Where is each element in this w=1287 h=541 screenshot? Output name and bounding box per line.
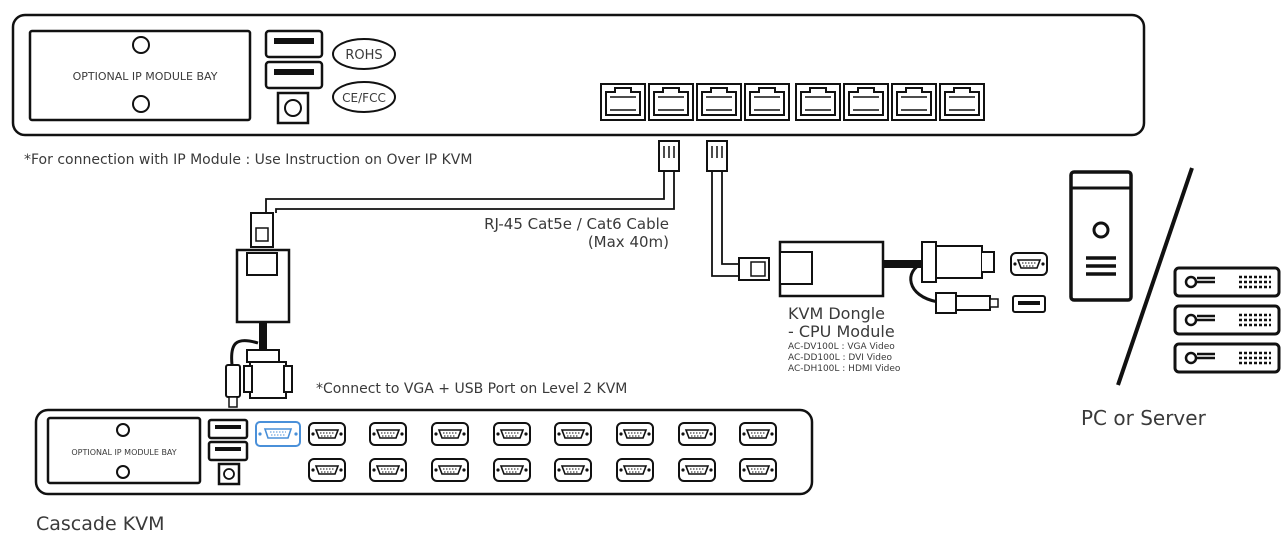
top-usb-port-icon bbox=[264, 60, 324, 90]
cable-label-line1: RJ-45 Cat5e / Cat6 Cable bbox=[484, 215, 669, 233]
vga-port-icon bbox=[678, 422, 716, 446]
rj45-port-icon bbox=[939, 83, 985, 121]
kvm-dongle-cpu-module bbox=[778, 240, 939, 304]
cascade-power-port-icon bbox=[217, 462, 241, 486]
dongle-usb-plug-icon bbox=[935, 292, 999, 314]
dongle-title-line1: KVM Dongle bbox=[788, 304, 885, 323]
cascade-note: *Connect to VGA + USB Port on Level 2 KV… bbox=[316, 381, 627, 397]
vga-port-icon bbox=[493, 422, 531, 446]
cascade-bay-screw-icon bbox=[116, 423, 130, 437]
rj45-port-icon bbox=[795, 83, 841, 121]
cascade-ip-module-bay bbox=[46, 416, 202, 485]
rj45-plug-icon bbox=[658, 140, 680, 172]
top-usb-port-icon bbox=[264, 29, 324, 59]
vga-port-icon bbox=[493, 458, 531, 482]
cable-to-dongle bbox=[711, 171, 739, 277]
vga-port-icon bbox=[431, 458, 469, 482]
cascade-kvm-switch: OPTIONAL IP MODULE BAY bbox=[34, 408, 814, 496]
dongle-model: AC-DV100L : VGA Video bbox=[788, 342, 895, 352]
cascade-ip-module-bay-label: OPTIONAL IP MODULE BAY bbox=[71, 448, 176, 457]
pc-usb-port-icon bbox=[1012, 295, 1046, 313]
pc-tower-icon bbox=[1069, 170, 1133, 302]
top-ip-module-bay-label: OPTIONAL IP MODULE BAY bbox=[73, 70, 218, 83]
ip-module-note: *For connection with IP Module : Use Ins… bbox=[24, 152, 472, 168]
vga-port-icon bbox=[616, 422, 654, 446]
pc-vga-port-icon bbox=[1010, 252, 1048, 276]
vga-port-icon bbox=[369, 422, 407, 446]
dongle-rj45-plug-icon bbox=[738, 257, 770, 281]
cascade-usb-port-icon bbox=[207, 440, 249, 462]
cable-to-cascade bbox=[265, 171, 675, 213]
rj45-plug-icon bbox=[706, 140, 728, 172]
vga-port-icon bbox=[616, 458, 654, 482]
pc-server-label: PC or Server bbox=[1081, 406, 1207, 430]
cefcc-badge-icon bbox=[332, 81, 396, 113]
vga-port-icon bbox=[308, 422, 346, 446]
cascade-vga-port-highlighted-icon bbox=[255, 421, 301, 447]
cascade-adapter-usb-plug-icon bbox=[225, 364, 241, 408]
divider-slash bbox=[1116, 167, 1194, 386]
top-bay-screw-icon bbox=[132, 36, 150, 54]
cable-label-line2: (Max 40m) bbox=[588, 233, 669, 251]
vga-port-icon bbox=[308, 458, 346, 482]
rj45-port-icon bbox=[744, 83, 790, 121]
top-bay-screw-icon bbox=[132, 95, 150, 113]
dongle-model: AC-DH100L : HDMI Video bbox=[788, 364, 901, 374]
rj45-port-icon bbox=[891, 83, 937, 121]
vga-port-icon bbox=[739, 422, 777, 446]
top-ip-module-bay bbox=[28, 29, 252, 122]
cefcc-badge-label: CE/FCC bbox=[342, 91, 386, 105]
cascade-adapter-vga-plug-icon bbox=[243, 349, 293, 399]
vga-port-icon bbox=[554, 458, 592, 482]
cascade-bay-screw-icon bbox=[116, 465, 130, 479]
cascade-usb-port-icon bbox=[207, 418, 249, 440]
dongle-model: AC-DD100L : DVI Video bbox=[788, 353, 892, 363]
vga-port-icon bbox=[431, 422, 469, 446]
vga-port-icon bbox=[678, 458, 716, 482]
top-kvm-switch: OPTIONAL IP MODULE BAY ROHS CE/FCC bbox=[11, 13, 1146, 137]
dongle-title-line2: - CPU Module bbox=[788, 322, 895, 341]
rj45-port-icon bbox=[843, 83, 889, 121]
server-rack-icon bbox=[1173, 266, 1281, 374]
vga-port-icon bbox=[739, 458, 777, 482]
rj45-port-icon bbox=[696, 83, 742, 121]
dongle-vga-plug-icon bbox=[921, 241, 995, 283]
vga-port-icon bbox=[369, 458, 407, 482]
rj45-port-icon bbox=[648, 83, 694, 121]
rj45-port-icon bbox=[600, 83, 646, 121]
rohs-badge-icon bbox=[332, 38, 396, 70]
cascade-adapter-module bbox=[230, 248, 291, 366]
vga-port-icon bbox=[554, 422, 592, 446]
cascade-adapter-rj45-plug-icon bbox=[250, 212, 274, 248]
cascade-kvm-title: Cascade KVM bbox=[36, 513, 165, 535]
rohs-badge-label: ROHS bbox=[345, 48, 382, 63]
top-power-port-icon bbox=[276, 91, 310, 125]
